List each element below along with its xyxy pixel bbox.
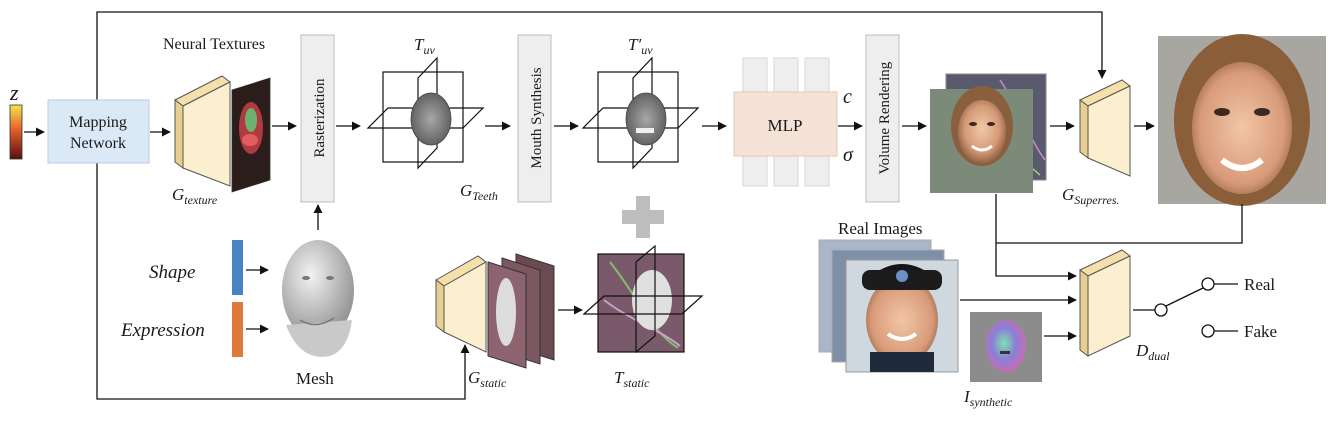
real-images-label: Real Images bbox=[838, 219, 923, 238]
mesh-label: Mesh bbox=[296, 369, 334, 388]
plus-icon bbox=[622, 196, 664, 238]
neural-texture-image bbox=[231, 77, 271, 193]
z-latent-bar bbox=[9, 104, 23, 160]
output-face-image bbox=[1158, 34, 1326, 206]
shape-bar bbox=[232, 240, 243, 295]
real-images-stack bbox=[818, 239, 959, 373]
top-skip-connection bbox=[96, 11, 1107, 105]
c-label: c bbox=[843, 86, 852, 108]
t-static-label: Tstatic bbox=[614, 368, 650, 390]
static-feature-maps bbox=[487, 253, 555, 369]
real-fake-switch bbox=[1133, 277, 1238, 338]
t-uv-prime-label: T′uv bbox=[628, 35, 653, 57]
d-dual-trapezoid bbox=[1079, 249, 1131, 357]
mlp-label: MLP bbox=[768, 116, 803, 135]
volume-rendering-label: Volume Rendering bbox=[877, 61, 893, 174]
g-superres-trapezoid bbox=[1079, 79, 1131, 177]
g-static-label: Gstatic bbox=[468, 368, 507, 390]
real-label: Real bbox=[1244, 275, 1275, 294]
mapping-network-label-2: Network bbox=[70, 135, 126, 152]
mapping-network-box bbox=[47, 99, 150, 164]
t-uv-triplane bbox=[366, 56, 485, 170]
mapping-network-label-1: Mapping bbox=[69, 114, 127, 131]
discriminator-input-lines bbox=[960, 194, 1243, 341]
mlp-block bbox=[733, 57, 838, 187]
mesh-head bbox=[282, 240, 354, 357]
d-dual-label: Ddual bbox=[1135, 341, 1170, 363]
mouth-synthesis-label: Mouth Synthesis bbox=[529, 67, 545, 168]
rasterization-label: Rasterization bbox=[312, 78, 328, 158]
expression-bar bbox=[232, 302, 243, 357]
sigma-label: σ bbox=[843, 144, 854, 166]
volume-rendering-box bbox=[865, 34, 900, 203]
expression-label: Expression bbox=[120, 320, 205, 341]
g-texture-label: Gtexture bbox=[172, 185, 218, 207]
t-uv-prime-triplane bbox=[581, 56, 700, 170]
rasterization-box bbox=[300, 34, 335, 203]
g-superres-label: GSuperres. bbox=[1062, 185, 1120, 207]
shape-label: Shape bbox=[149, 262, 195, 283]
g-texture-trapezoid bbox=[174, 75, 231, 187]
i-synthetic-image bbox=[970, 312, 1042, 382]
i-synthetic-label: Isynthetic bbox=[963, 387, 1013, 409]
t-uv-label: Tuv bbox=[414, 35, 435, 57]
fake-label: Fake bbox=[1244, 322, 1277, 341]
rendered-face-image bbox=[930, 86, 1033, 193]
g-teeth-label: GTeeth bbox=[460, 181, 498, 203]
bottom-skip-connection bbox=[96, 162, 470, 400]
neural-textures-label: Neural Textures bbox=[163, 36, 265, 53]
g-static-trapezoid bbox=[435, 255, 487, 353]
t-static-triplane bbox=[582, 244, 704, 354]
z-label: z bbox=[9, 80, 19, 105]
mouth-synthesis-box bbox=[517, 34, 552, 203]
